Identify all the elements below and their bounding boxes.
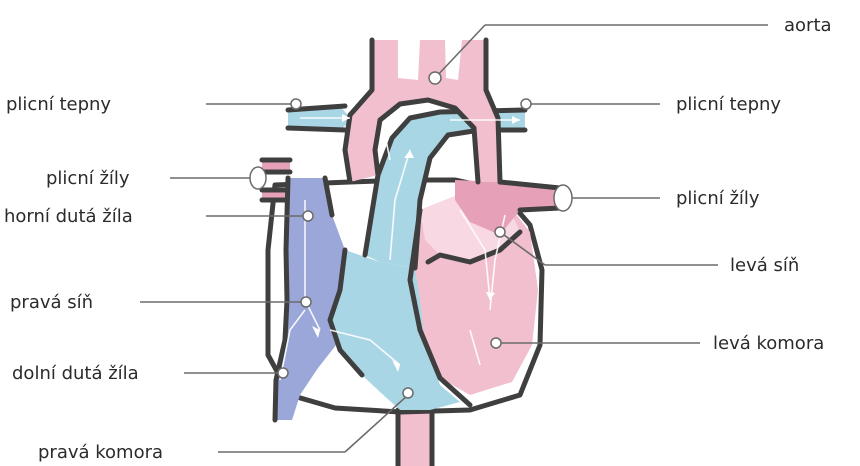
label-pulmonary-veins-left: plicní žíly [46, 168, 130, 189]
label-inferior-vena-cava: dolní dutá žíla [12, 363, 139, 384]
label-left-atrium: levá síň [730, 255, 799, 276]
label-pulmonary-arteries-right: plicní tepny [676, 94, 781, 115]
label-pulmonary-arteries-left: plicní tepny [6, 94, 111, 115]
label-pulmonary-veins-right: plicní žíly [676, 188, 760, 209]
pulmonary-arteries-right-pointer [521, 99, 531, 109]
left-atrium-pointer [495, 227, 505, 237]
label-right-ventricle: pravá komora [38, 442, 163, 463]
superior-vena-cava-pointer [303, 211, 313, 221]
inferior-vena-cava-pointer [278, 368, 288, 378]
left-ventricle-pointer [491, 338, 501, 348]
label-left-ventricle: levá komora [713, 333, 824, 354]
aorta-pointer [429, 72, 441, 84]
label-superior-vena-cava: horní dutá žíla [4, 206, 133, 227]
pulmonary-veins-left-pointer [250, 167, 266, 189]
label-right-atrium: pravá síň [10, 292, 93, 313]
right-ventricle-pointer [403, 388, 413, 398]
pulmonary-arteries-left-pointer [291, 99, 301, 109]
right-atrium-pointer [301, 297, 311, 307]
descending-aorta [398, 410, 432, 466]
pulmonary-veins-right-pointer [554, 185, 572, 211]
label-aorta: aorta [784, 15, 832, 36]
